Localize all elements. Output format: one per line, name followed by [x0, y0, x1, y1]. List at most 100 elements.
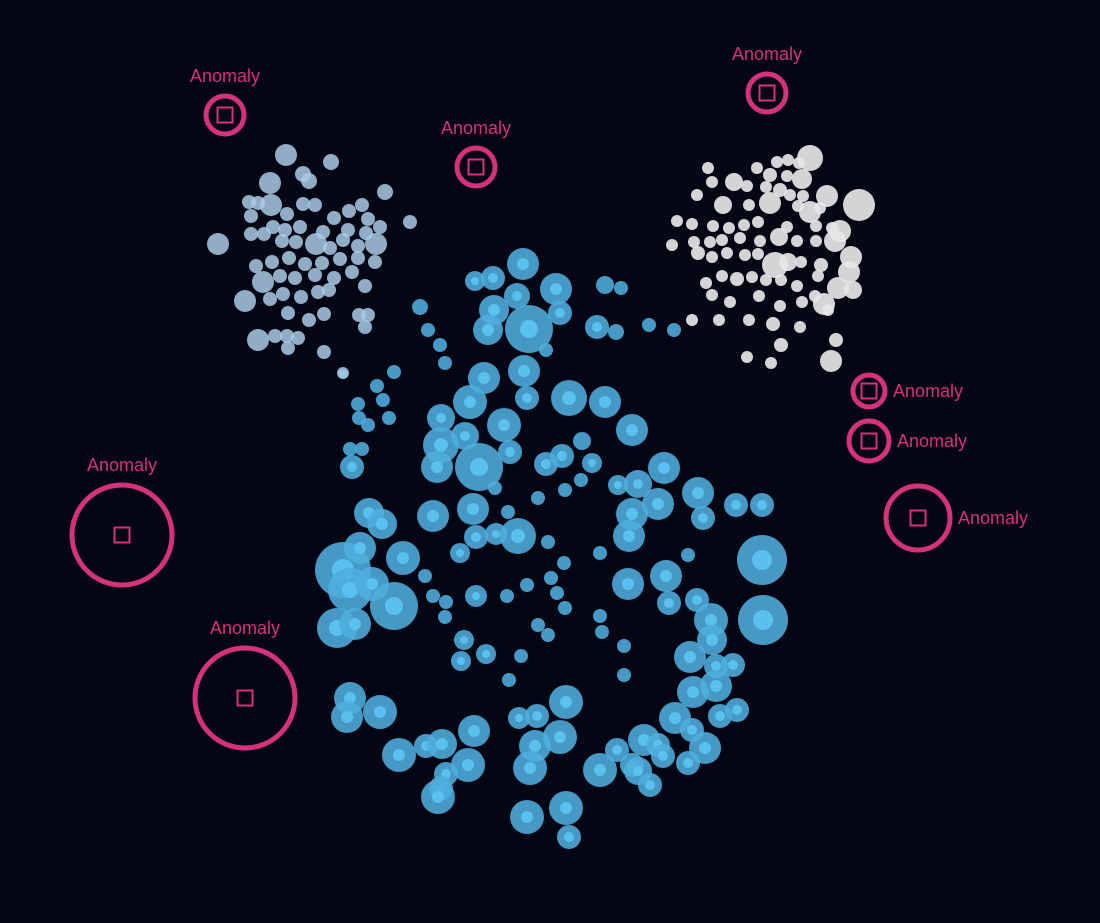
main-cluster-point-core [376, 518, 388, 530]
upper-right-cluster-point [688, 236, 700, 248]
main-cluster-point [595, 625, 609, 639]
upper-right-cluster-point [713, 314, 725, 326]
main-cluster-point-core [752, 550, 772, 570]
main-cluster-point-core [711, 661, 721, 671]
upper-right-cluster-point [739, 249, 751, 261]
main-cluster-point-core [482, 324, 494, 336]
main-cluster-point [614, 281, 628, 295]
upper-right-cluster-point [752, 248, 764, 260]
upper-right-cluster-point [707, 220, 719, 232]
main-cluster-point [514, 649, 528, 663]
main-cluster-point [574, 473, 588, 487]
anomaly-ring [745, 71, 789, 115]
main-cluster-point-core [710, 680, 722, 692]
main-cluster-point-core [706, 634, 718, 646]
anomaly-label: Anomaly [893, 381, 963, 401]
upper-right-cluster-point [753, 290, 765, 302]
anomaly-square-icon [236, 689, 254, 707]
upper-left-cluster-point [323, 154, 339, 170]
upper-left-cluster-point [327, 271, 341, 285]
upper-left-cluster-point [377, 184, 393, 200]
main-cluster-point-core [342, 582, 358, 598]
main-cluster-point-core [488, 273, 498, 283]
upper-left-cluster-point [351, 239, 365, 253]
main-cluster-point [557, 556, 571, 570]
main-cluster-point [426, 589, 440, 603]
upper-right-cluster-point [793, 157, 805, 169]
anomaly-marker[interactable]: Anomaly [850, 372, 963, 410]
main-cluster-point-core [532, 711, 542, 721]
main-cluster-point-core [478, 372, 490, 384]
main-cluster-point-core [436, 738, 448, 750]
upper-right-cluster-point [829, 333, 843, 347]
upper-right-cluster-point [792, 169, 812, 189]
upper-right-cluster-point [794, 321, 806, 333]
upper-right-cluster-point [716, 270, 728, 282]
anomaly-square-icon [909, 509, 927, 527]
upper-left-cluster-point [345, 265, 359, 279]
main-cluster-point-core [468, 725, 480, 737]
anomaly-marker[interactable]: Anomaly [69, 455, 175, 588]
upper-left-cluster-point [291, 331, 305, 345]
main-cluster-point [376, 393, 390, 407]
upper-right-cluster-point [751, 162, 763, 174]
main-cluster-point-core [470, 458, 488, 476]
main-cluster-point-core [626, 508, 638, 520]
upper-right-cluster-point [706, 251, 718, 263]
anomaly-marker[interactable]: Anomaly [441, 118, 511, 189]
upper-right-cluster-point [797, 190, 809, 202]
main-cluster-point-core [622, 578, 634, 590]
upper-right-cluster-point [796, 296, 808, 308]
upper-right-cluster-point [784, 189, 796, 201]
upper-left-cluster-point [244, 227, 258, 241]
main-cluster-point [438, 356, 452, 370]
main-cluster-point-core [633, 479, 643, 489]
upper-right-cluster-point [754, 235, 766, 247]
upper-left-cluster-point [282, 251, 296, 265]
upper-left-cluster-point [361, 308, 375, 322]
upper-right-cluster-point [743, 199, 755, 211]
upper-left-cluster-point [275, 234, 289, 248]
main-cluster-point-core [633, 766, 643, 776]
upper-right-cluster-point [723, 222, 735, 234]
anomaly-square-icon [113, 526, 131, 544]
main-cluster-point [596, 276, 614, 294]
upper-left-cluster-point [273, 269, 287, 283]
main-cluster-point-core [757, 500, 767, 510]
anomaly-label: Anomaly [190, 66, 260, 86]
main-cluster-point-core [698, 513, 708, 523]
anomaly-marker[interactable]: Anomaly [883, 483, 1028, 553]
main-cluster-point-core [488, 304, 500, 316]
main-cluster-point-core [520, 320, 538, 338]
upper-left-cluster-point [207, 233, 229, 255]
upper-left-cluster-point [296, 197, 310, 211]
main-cluster-point-core [492, 530, 500, 538]
main-cluster-point [343, 442, 357, 456]
main-cluster-point-core [588, 459, 596, 467]
upper-right-cluster-point [741, 351, 753, 363]
main-cluster-point-core [541, 459, 551, 469]
main-cluster-point [593, 609, 607, 623]
upper-right-cluster-point [691, 189, 703, 201]
upper-right-cluster-point [741, 180, 753, 192]
upper-left-cluster-point [311, 285, 325, 299]
main-cluster-point-core [512, 291, 522, 301]
anomaly-marker[interactable]: Anomaly [846, 418, 967, 464]
anomaly-label: Anomaly [897, 431, 967, 451]
anomaly-marker[interactable]: Anomaly [192, 618, 298, 751]
upper-right-cluster-point [686, 218, 698, 230]
main-cluster-point-core [564, 832, 574, 842]
upper-left-cluster-point [263, 292, 277, 306]
upper-left-cluster-point [301, 173, 317, 189]
upper-left-cluster-point [336, 233, 350, 247]
upper-right-cluster-point [759, 192, 781, 214]
main-cluster-point [531, 491, 545, 505]
main-cluster-point-core [623, 530, 635, 542]
upper-left-cluster-point [305, 233, 327, 255]
anomaly-marker[interactable]: Anomaly [190, 66, 260, 137]
upper-right-cluster-point [774, 338, 788, 352]
main-cluster-point-core [529, 740, 541, 752]
upper-right-cluster-point [770, 228, 788, 246]
anomaly-marker[interactable]: Anomaly [732, 44, 802, 115]
main-cluster-point-core [699, 742, 711, 754]
